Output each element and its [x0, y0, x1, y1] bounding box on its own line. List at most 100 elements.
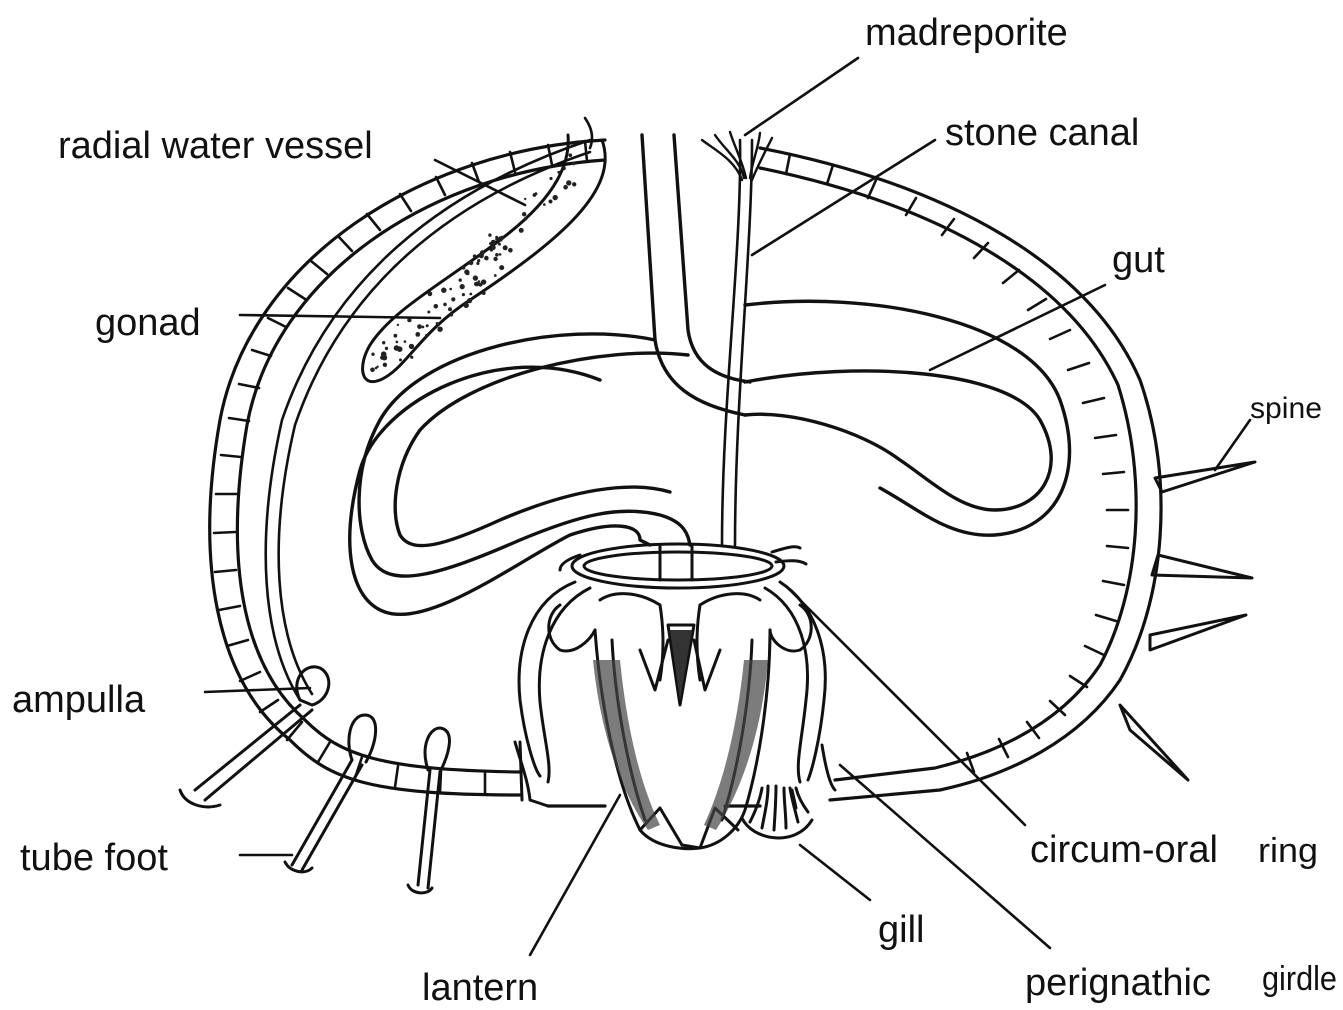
gonad-dot — [437, 327, 442, 332]
gonad-dot — [427, 311, 430, 314]
gonad-dot — [473, 254, 477, 258]
gonad-dot — [443, 303, 447, 307]
gonad-dot — [524, 198, 526, 200]
gonad-dot — [426, 324, 429, 327]
gonad-dot — [370, 368, 375, 373]
leader-gut — [930, 285, 1105, 370]
gonad-dot — [397, 324, 399, 326]
gonad-dot — [477, 259, 480, 262]
gonad-dot — [396, 341, 399, 344]
gonad-dot — [481, 279, 486, 284]
gonad-dot — [383, 363, 387, 367]
gonad-dot — [417, 324, 422, 329]
ampulla — [297, 667, 329, 705]
gonad-dot — [449, 288, 452, 291]
leader-lantern — [530, 795, 620, 955]
gonad-dot — [562, 166, 566, 170]
gonad-dot — [499, 253, 502, 256]
gonad-dot — [394, 334, 398, 338]
gonad-dot — [479, 253, 484, 258]
label-perignathic: perignathic — [1025, 962, 1211, 1004]
gonad-dot — [495, 236, 498, 239]
gonad-dot — [399, 358, 402, 361]
leader-perignathic — [840, 765, 1050, 948]
gonad-dot — [385, 347, 388, 350]
label-girdle: girdle — [1262, 960, 1337, 998]
gonad-dot — [553, 195, 558, 200]
spines — [1120, 462, 1255, 780]
gonad-dot — [467, 298, 472, 303]
gonad-dot — [466, 271, 470, 275]
gonad-dot — [494, 274, 497, 277]
gonad-dot — [469, 260, 474, 265]
tube-feet — [180, 705, 522, 893]
leader-circum-oral — [790, 590, 1025, 825]
label-gill: gill — [878, 909, 924, 951]
label-stone-canal: stone canal — [945, 112, 1139, 154]
gonad — [363, 135, 606, 382]
gonad-dot — [495, 253, 499, 257]
gonad-dot — [534, 192, 537, 195]
gonad-dot — [498, 236, 503, 241]
gonad-dot — [448, 307, 452, 311]
gonad-dot — [404, 340, 407, 343]
gonad-dot — [415, 332, 420, 337]
gonad-dot — [380, 356, 384, 360]
gonad-dot — [409, 354, 411, 356]
gonad-dot — [473, 275, 478, 280]
leader-stone-canal — [752, 140, 935, 255]
gonad-dot — [524, 217, 528, 221]
gonad-dot — [489, 242, 492, 245]
gonad-dot — [478, 280, 481, 283]
gill — [742, 786, 812, 838]
gonad-dot — [464, 303, 469, 308]
gonad-dot — [422, 326, 425, 329]
leader-madreporite — [745, 58, 858, 135]
label-gut: gut — [1112, 239, 1165, 281]
gonad-dot — [549, 200, 553, 204]
label-ampulla: ampulla — [12, 679, 146, 721]
gonad-dot — [498, 243, 501, 246]
gonad-dot — [563, 185, 568, 190]
leader-gill — [800, 845, 870, 900]
test-body-wall — [210, 140, 1161, 806]
gonad-dot — [572, 182, 576, 186]
gonad-dot — [499, 265, 504, 270]
gonad-dot — [519, 228, 524, 233]
gonad-dot — [482, 291, 486, 295]
gonad-dot — [382, 341, 385, 344]
gonad-dot — [375, 367, 378, 370]
gonad-dot — [436, 322, 439, 325]
stone-canal — [722, 140, 752, 545]
gonad-dot — [409, 344, 414, 349]
gonad-dot — [459, 278, 462, 281]
test-plates — [214, 141, 1128, 794]
gonad-dot — [490, 248, 494, 252]
gonad-dot — [469, 293, 472, 296]
gonad-dot — [461, 266, 465, 270]
gonad-dot — [549, 177, 552, 180]
label-tube-foot: tube foot — [20, 837, 168, 879]
gonad-dot — [476, 262, 479, 265]
gonad-dot — [451, 297, 455, 301]
label-gonad: gonad — [95, 302, 201, 344]
gonad-dot — [493, 257, 497, 261]
gonad-dot — [425, 334, 428, 337]
gonad-dot — [503, 245, 508, 250]
gonad-dot — [434, 304, 439, 309]
gonad-dot — [566, 180, 571, 185]
label-lantern: lantern — [422, 967, 538, 1009]
gonad-dot — [394, 345, 400, 351]
label-ring: ring — [1258, 832, 1318, 870]
gonad-dot — [569, 153, 573, 157]
gut — [350, 135, 1070, 614]
gonad-dot — [543, 203, 546, 206]
label-circum-oral: circum-oral — [1030, 829, 1218, 871]
madreporite — [702, 132, 772, 180]
label-madreporite: madreporite — [865, 12, 1068, 54]
gonad-dot — [572, 162, 575, 165]
gonad-dot — [462, 293, 465, 296]
gonad-dot — [460, 284, 465, 289]
aristotles-lantern — [549, 594, 812, 849]
